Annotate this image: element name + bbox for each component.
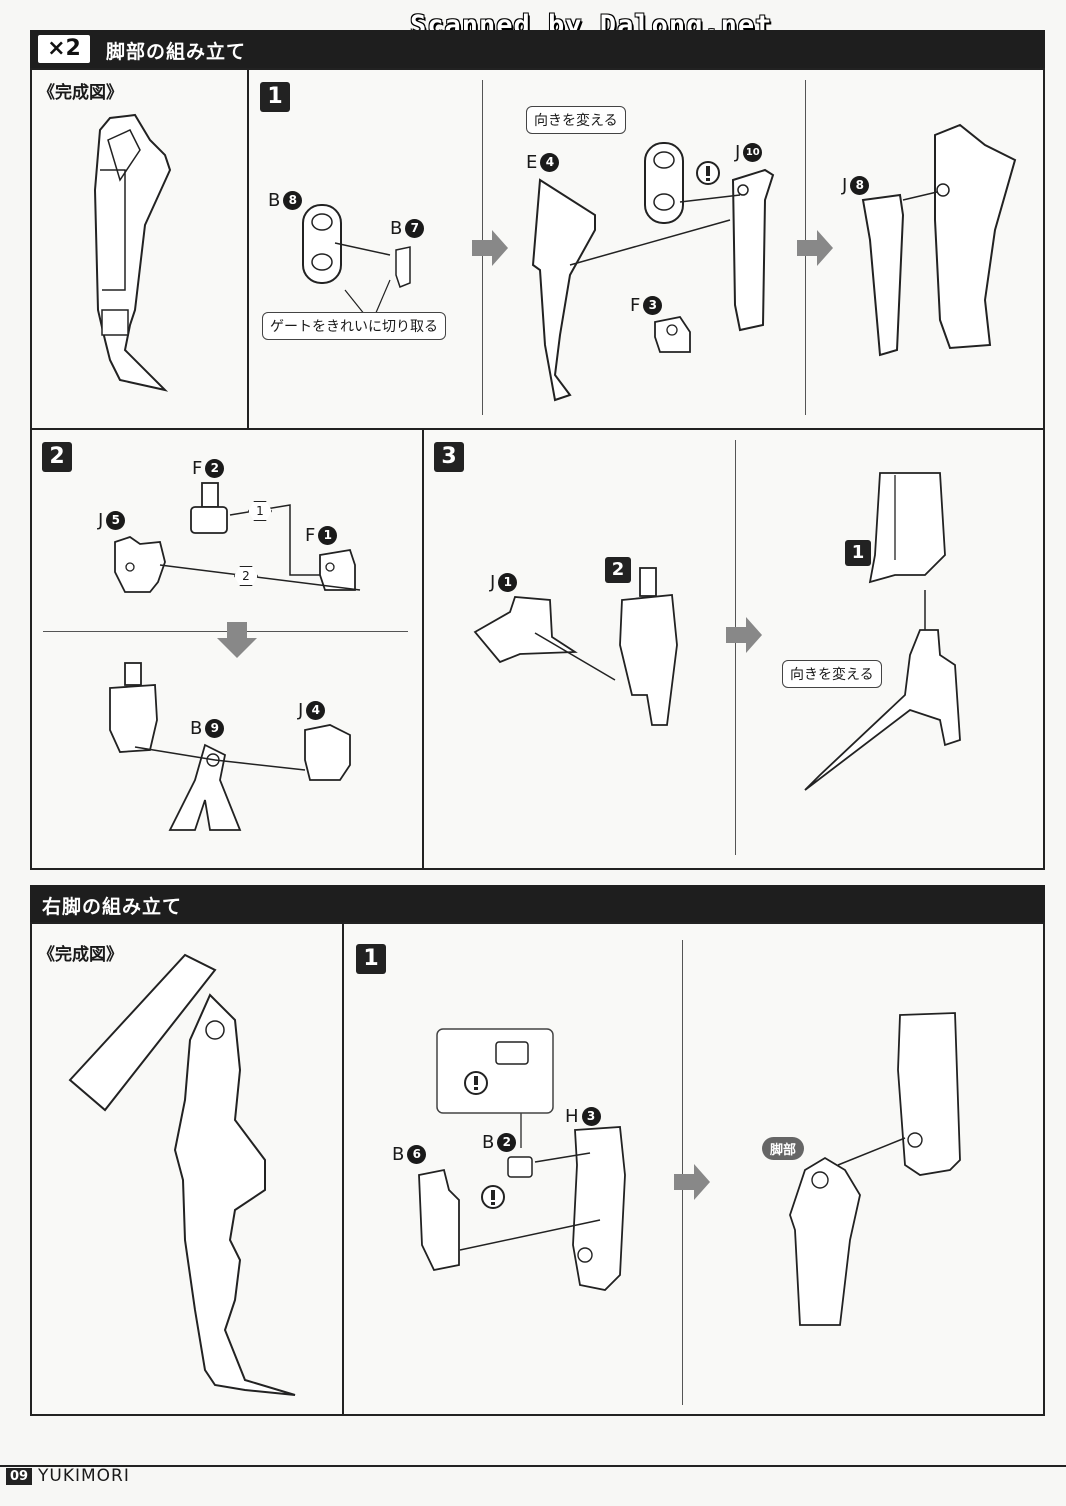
- part-j5-illustration: [114, 536, 166, 593]
- page-number: 09: [6, 1468, 33, 1485]
- callout-cut-gate: ゲートをきれいに切り取る: [262, 312, 446, 340]
- completed-leg-illustration: [93, 113, 172, 392]
- step1-subassembly-illustration: [868, 472, 946, 584]
- part-f2-illustration: [190, 482, 228, 534]
- divider: [43, 631, 408, 632]
- flow-arrow-icon: [726, 617, 762, 653]
- step-number: 1: [260, 82, 290, 112]
- section-title: 右脚の組み立て: [42, 896, 183, 918]
- completed-view-label: 《完成図》: [38, 83, 123, 103]
- divider: [247, 68, 249, 430]
- step-number: 3: [434, 442, 464, 472]
- section-title: 脚部の組み立て: [106, 41, 247, 63]
- divider: [422, 428, 424, 870]
- flow-arrow-icon: [472, 230, 508, 266]
- detail-callout-box: [436, 1028, 554, 1148]
- section-header-right-leg: 右脚の組み立て: [30, 885, 1045, 923]
- part-f3-illustration: [654, 315, 691, 353]
- flow-arrow-icon: [674, 1164, 710, 1200]
- part-j1-illustration: [473, 596, 578, 664]
- part-j4-illustration: [304, 724, 351, 781]
- leg-part-tag: 脚部: [762, 1137, 805, 1160]
- assembly-arrows: [334, 242, 391, 316]
- step-number: 2: [42, 442, 72, 472]
- part-h3-illustration: [572, 1126, 626, 1291]
- caution-icon: [481, 1185, 505, 1209]
- assembly-arrows: [569, 194, 741, 266]
- subassembly-badge: 1: [845, 540, 871, 566]
- down-arrow-icon: [217, 622, 257, 658]
- caution-icon: [696, 161, 720, 185]
- footer-rule: [0, 1465, 1066, 1467]
- step-number: 1: [356, 944, 386, 974]
- section-header-leg-assembly: ×2 脚部の組み立て: [30, 30, 1045, 68]
- part-b7-illustration: [395, 246, 411, 288]
- divider: [342, 922, 344, 1416]
- step1-result-illustration: [789, 1012, 961, 1326]
- assembly-arrows: [534, 632, 616, 681]
- part-e4-illustration: [531, 178, 596, 402]
- subassembly-badge: 2: [605, 557, 631, 583]
- flow-arrow-icon: [797, 230, 833, 266]
- completed-view-label: 《完成図》: [38, 945, 123, 965]
- foot-subassembly-illustration: [804, 590, 961, 791]
- divider: [735, 440, 736, 855]
- callout-turn-around: 向きを変える: [526, 106, 626, 134]
- part-turned-illustration: [644, 142, 684, 224]
- multiplier-badge: ×2: [38, 35, 90, 63]
- order-badge: 2: [234, 566, 258, 586]
- assembly-arrows: [134, 746, 306, 771]
- step1-result-illustration: [861, 123, 1017, 357]
- part-j10-illustration: [731, 168, 775, 332]
- part-b6-illustration: [418, 1168, 460, 1272]
- assembly-arrows: [459, 1152, 601, 1251]
- order-badge: 1: [248, 501, 272, 521]
- product-name: YUKIMORI: [38, 1466, 130, 1486]
- completed-right-leg-illustration: [68, 953, 296, 1396]
- part-b2-illustration: [507, 1156, 533, 1178]
- step2-subassembly-illustration: [619, 567, 678, 726]
- divider: [682, 940, 683, 1405]
- callout-turn-around: 向きを変える: [782, 660, 882, 688]
